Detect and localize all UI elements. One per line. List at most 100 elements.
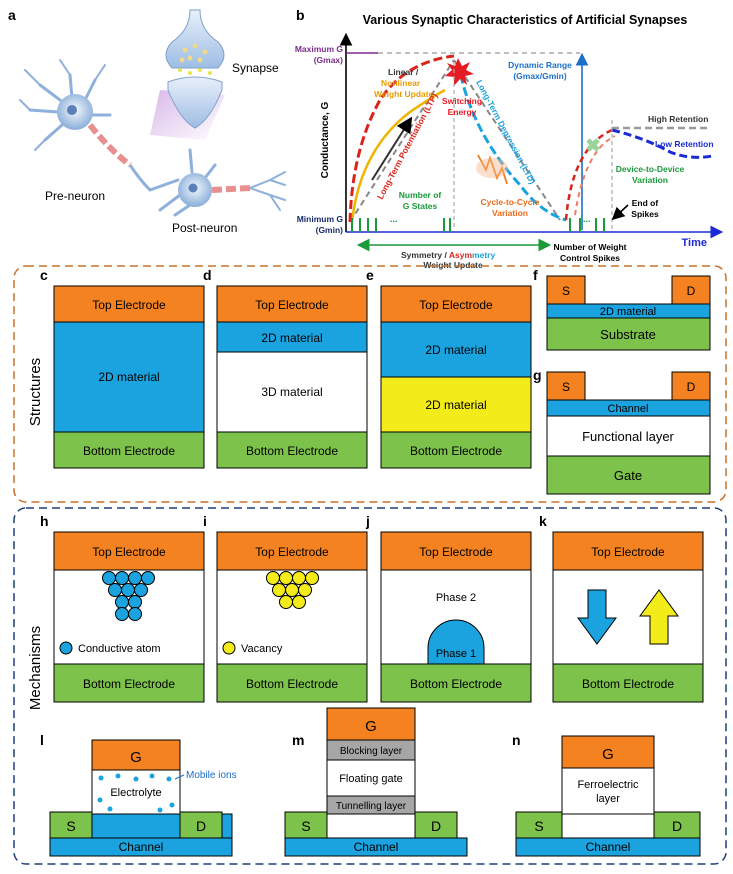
k-bottom-electrode <box>552 663 704 703</box>
n-g-label: G <box>602 746 614 763</box>
l-channel-label: Channel <box>119 840 164 854</box>
n-source <box>515 811 563 839</box>
d2d-label-2: Variation <box>632 175 668 185</box>
low-retention-curve <box>611 128 713 159</box>
h-conductive-filament <box>102 571 155 621</box>
mechanisms-border <box>13 507 727 865</box>
panel-letter-c: c <box>40 267 48 283</box>
k-polarization-up-arrow <box>639 589 679 645</box>
n-gate <box>561 735 655 769</box>
e-top-electrode <box>380 285 532 323</box>
num-weight-label-2: Control Spikes <box>560 253 620 263</box>
g-gate <box>546 455 711 495</box>
end-spikes-label-1: End of <box>632 198 659 208</box>
m-channel <box>284 837 468 857</box>
m-floating-label: Floating gate <box>339 773 403 785</box>
post-neuron-illustration <box>148 148 286 217</box>
g-channel-label: Channel <box>608 403 649 415</box>
l-g-label: G <box>130 749 142 766</box>
j-top-label: Top Electrode <box>419 545 493 559</box>
ltp-label: Long-Term Potentiation (LTP) <box>375 91 440 201</box>
f-d-label: D <box>687 284 696 298</box>
d-bottom-electrode <box>216 431 368 469</box>
d-layer2-label: 3D material <box>261 385 322 399</box>
c2c-label-1: Cycle-to-Cycle <box>480 197 539 207</box>
l-mobile-ions-label: Mobile ions <box>186 770 237 781</box>
g-states-label-1: Number of <box>399 190 442 200</box>
x-axis-label: Time <box>682 237 707 249</box>
k-bottom-label: Bottom Electrode <box>582 677 674 691</box>
g-functional-layer <box>546 415 711 457</box>
g-functional-label: Functional layer <box>582 429 674 444</box>
h-bottom-electrode <box>53 663 205 703</box>
l-drain <box>179 811 223 839</box>
mechanisms-side-label: Mechanisms <box>27 626 44 710</box>
num-weight-label-1: Number of Weight <box>553 242 626 252</box>
d-top-label: Top Electrode <box>255 298 329 312</box>
c-top-label: Top Electrode <box>92 298 166 312</box>
k-polarization-down-arrow <box>577 589 617 645</box>
min-g-sub: (Gmin) <box>316 225 344 235</box>
mechanisms-section: Mechanisms h Top Electrode Conductive at… <box>13 507 727 865</box>
k-top-label: Top Electrode <box>591 545 665 559</box>
f-material-label: 2D material <box>600 306 656 318</box>
pre-neuron-illustration <box>19 59 152 192</box>
e-top-label: Top Electrode <box>419 298 493 312</box>
e-bottom-electrode <box>380 431 532 469</box>
panel-b-title: Various Synaptic Characteristics of Arti… <box>363 13 688 27</box>
energy-label: Energy <box>448 107 477 117</box>
retention-rise-curve <box>564 128 613 221</box>
g-states-label-2: G States <box>403 201 438 211</box>
j-phase2-label: Phase 2 <box>436 592 476 604</box>
panel-a: a Synapse Pre-neuron <box>8 7 286 235</box>
m-drain <box>414 811 458 839</box>
spikes-group <box>351 218 605 232</box>
l-mobile-ions <box>97 773 175 813</box>
pre-neuron-label: Pre-neuron <box>45 189 105 203</box>
ltp-curve <box>348 54 455 223</box>
c-bottom-electrode <box>53 431 205 469</box>
switching-energy-star <box>445 58 474 86</box>
h-legend-atom <box>59 641 73 655</box>
m-source <box>284 811 328 839</box>
linear-label: Linear / <box>388 67 419 77</box>
i-bottom-electrode <box>216 663 368 703</box>
c-bottom-label: Bottom Electrode <box>83 444 175 458</box>
panel-letter-f: f <box>533 267 538 283</box>
max-g-sub: (Gmax) <box>314 55 343 65</box>
m-g-label: G <box>365 718 377 735</box>
l-d-label: D <box>196 818 206 834</box>
panel-letter-a: a <box>8 7 16 23</box>
ltd-curve <box>456 61 567 222</box>
max-g-label: Maximum G <box>295 44 344 54</box>
min-g-label: Minimum G <box>297 214 344 224</box>
low-retention-label: Low Retention <box>655 139 714 149</box>
d-layer1-label: 2D material <box>261 331 322 345</box>
m-tunnelling-layer <box>326 795 416 815</box>
h-top-label: Top Electrode <box>92 545 166 559</box>
panel-letter-g: g <box>533 367 542 383</box>
j-bottom-label: Bottom Electrode <box>410 677 502 691</box>
structures-border <box>13 265 727 503</box>
d2d-variation-mark <box>586 138 600 152</box>
c2c-variation-zigzag <box>477 154 508 185</box>
f-substrate <box>546 317 711 351</box>
n-s-label: S <box>534 818 543 834</box>
panel-letter-j: j <box>365 513 370 529</box>
g-s-label: S <box>562 380 570 394</box>
n-d-label: D <box>672 818 682 834</box>
h-legend-label: Conductive atom <box>78 643 161 655</box>
retention-rise-curve-2 <box>574 135 616 216</box>
i-top-label: Top Electrode <box>255 545 329 559</box>
spikes-dots-right: ... <box>583 214 591 224</box>
symmetry-label: Symmetry / Asymmetry <box>401 250 495 260</box>
structures-section: Structures c Top Electrode 2D material B… <box>13 265 727 503</box>
j-top-electrode <box>380 531 532 571</box>
ltd-linear-curve <box>453 59 561 221</box>
e-layer2-label: 2D material <box>425 398 486 412</box>
panel-b: b Various Synaptic Characteristics of Ar… <box>295 7 724 270</box>
panel-letter-n: n <box>512 732 521 748</box>
f-s-label: S <box>562 284 570 298</box>
i-vacancy-filament <box>266 571 319 609</box>
h-bottom-label: Bottom Electrode <box>83 677 175 691</box>
